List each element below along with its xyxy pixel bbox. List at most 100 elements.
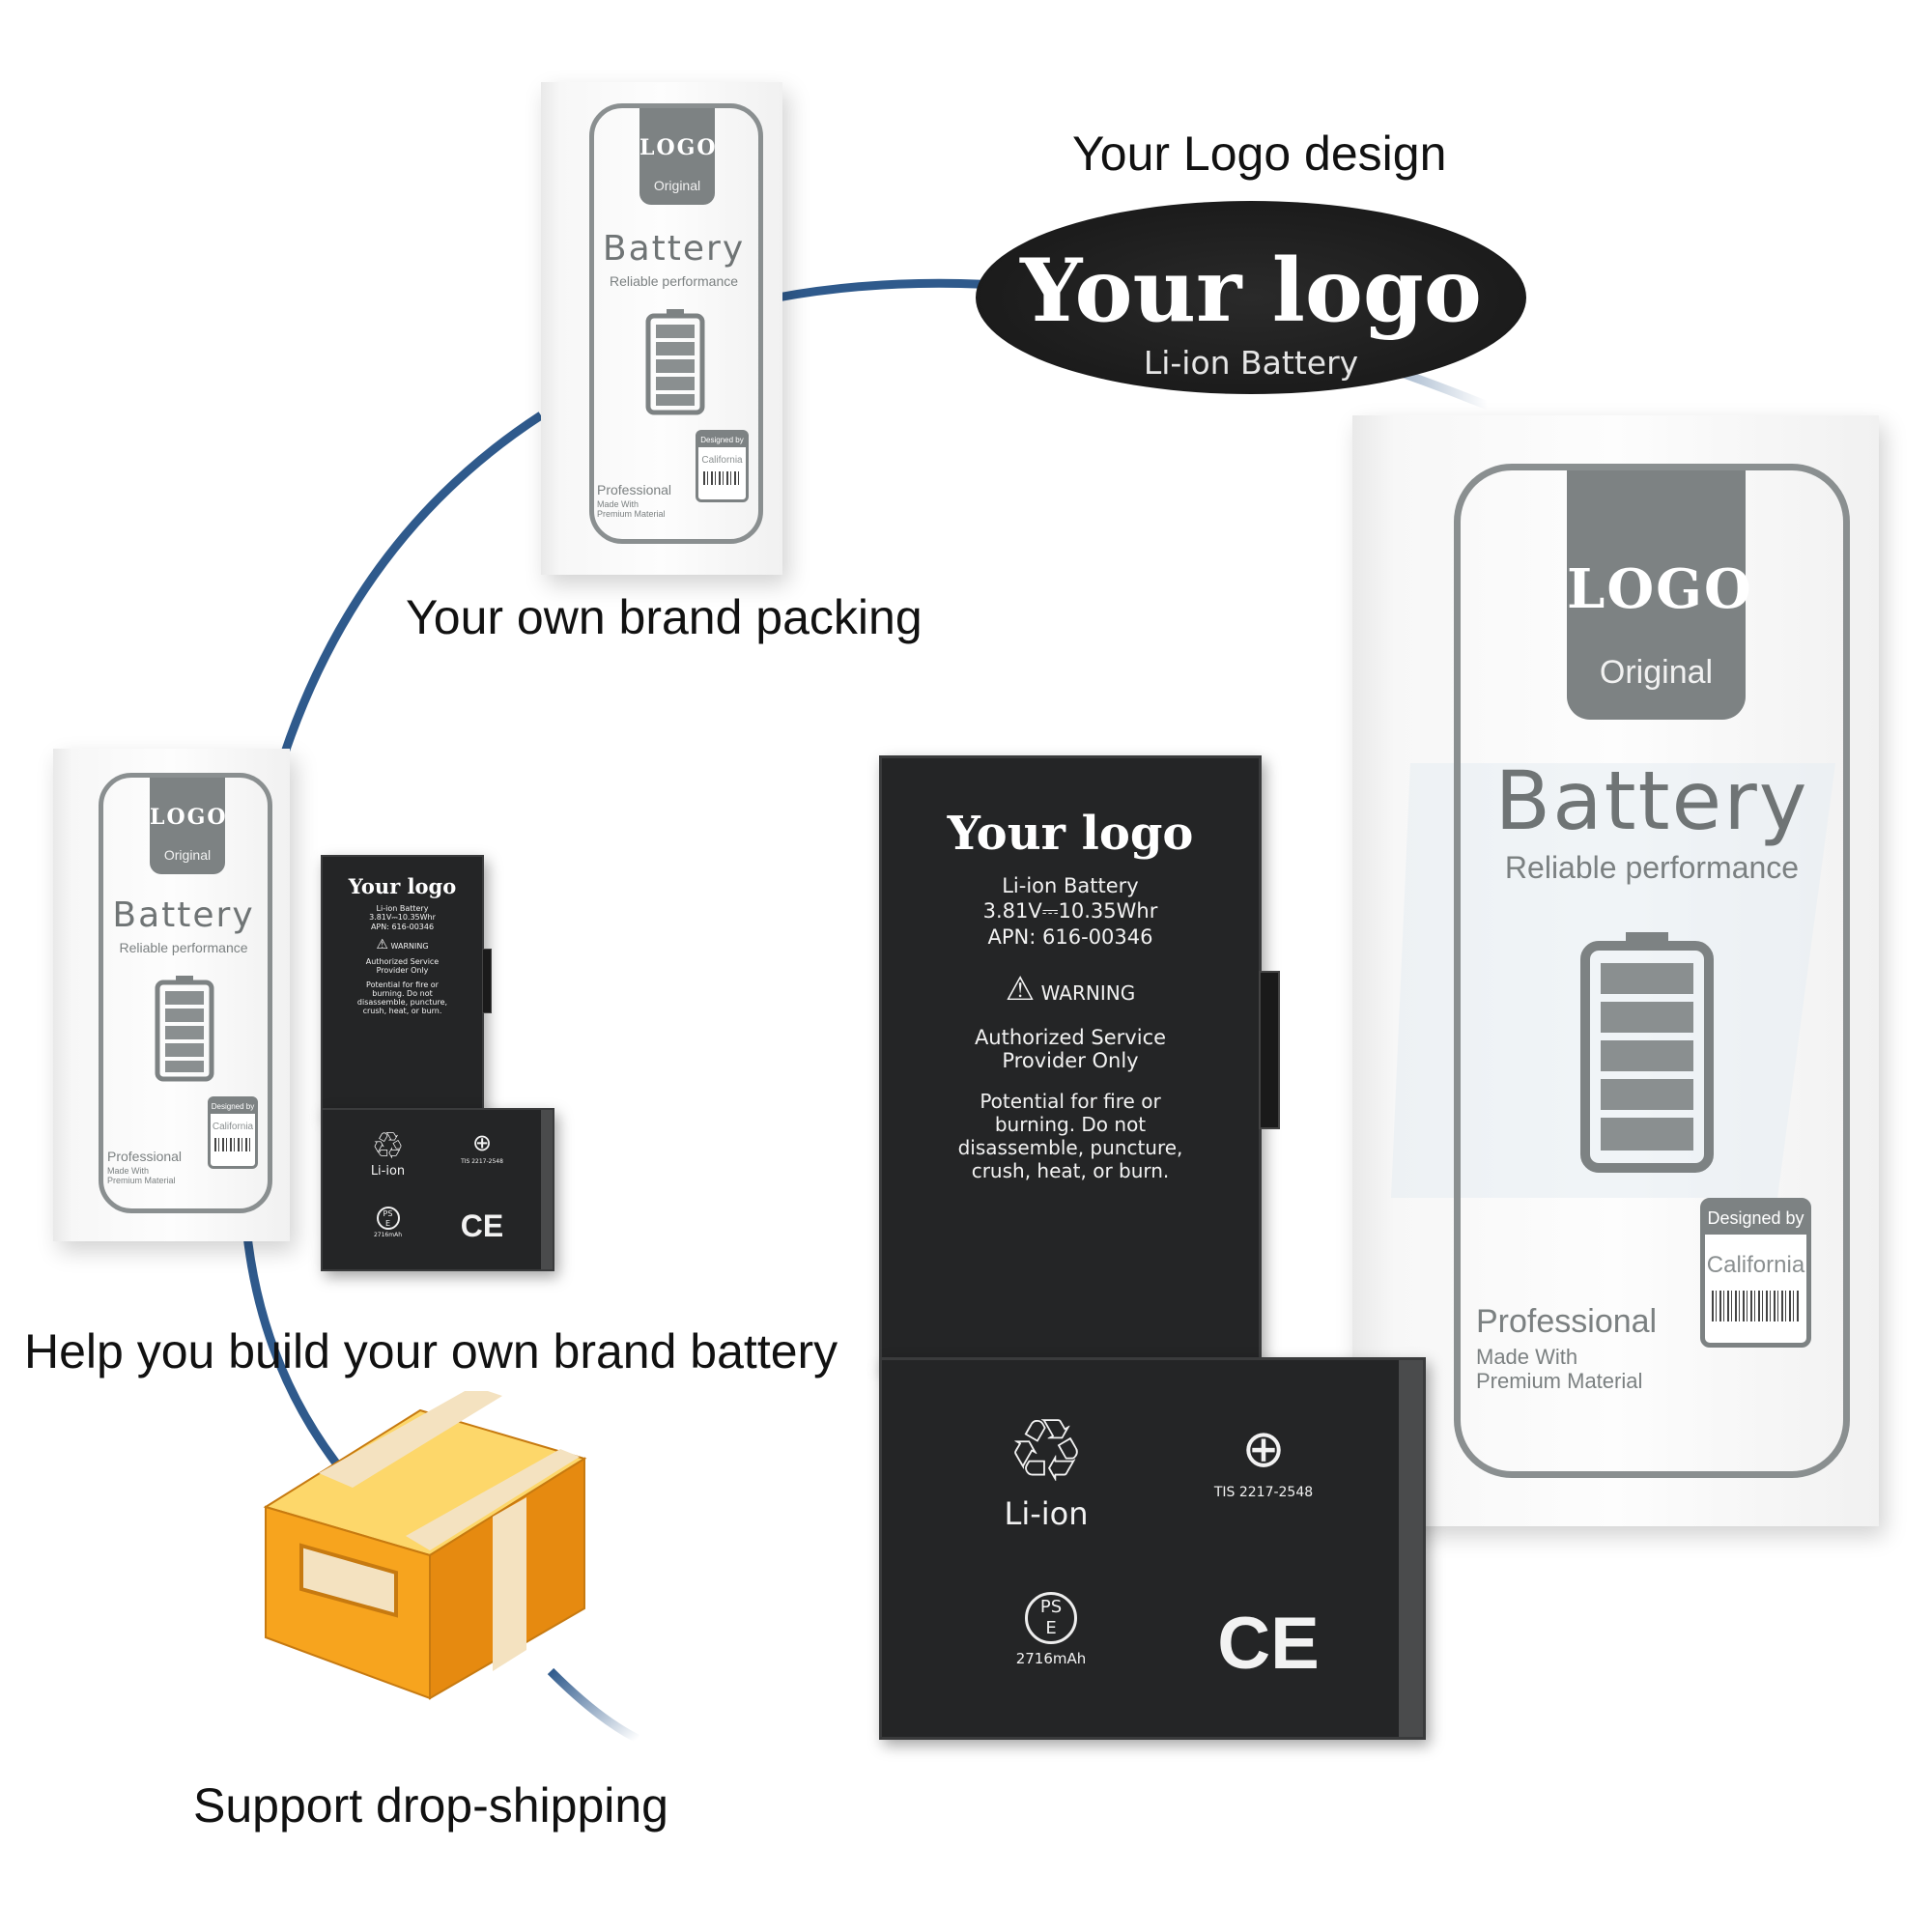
packaging-original: Original — [163, 847, 212, 863]
professional-label: Professional — [1476, 1303, 1658, 1340]
pse-icon: PS E — [376, 1207, 400, 1230]
cell-brand: Your logo — [348, 874, 457, 898]
cell-service-2: Provider Only — [1002, 1049, 1139, 1072]
cell-hazard-2: burning. Do not — [994, 1113, 1147, 1136]
cell-type: Li-ion Battery — [1002, 874, 1139, 897]
logo-badge-title: Your logo — [1020, 240, 1482, 342]
battery-cell-small-upper: Your logo Li-ion Battery 3.81V⎓10.35Whr … — [321, 855, 492, 1115]
packaging-original: Original — [1599, 654, 1714, 691]
cell-warning: WARNING — [390, 942, 429, 951]
packaging-frame — [589, 103, 763, 544]
recycle-label: Li-ion — [1004, 1495, 1089, 1532]
cell-hazard-3: disassemble, puncture, — [957, 1136, 1183, 1159]
battery-icon — [155, 976, 214, 1082]
tis-icon: ⊕ — [1241, 1418, 1286, 1479]
designed-by-location: California — [701, 455, 743, 466]
caption-build-brand: Help you build your own brand battery — [24, 1324, 838, 1378]
caption-logo-design: Your Logo design — [1072, 127, 1447, 181]
cell-hazard-2: burning. Do not — [372, 989, 433, 998]
packaging-title: Battery — [112, 895, 255, 935]
cell-hazard-4: crush, heat, or burn. — [362, 1007, 442, 1015]
barcode — [702, 471, 742, 485]
barcode — [1711, 1291, 1801, 1321]
packaging-frame — [99, 773, 272, 1213]
packaging-professional: Professional Made With Premium Material — [107, 1149, 183, 1186]
cell-service-1: Authorized Service — [365, 957, 440, 966]
ce-mark: CE — [460, 1208, 504, 1243]
packaging-logo: LOGO — [1567, 557, 1753, 621]
professional-label: Professional — [107, 1149, 183, 1164]
cell-edge — [541, 1110, 553, 1269]
packaging-box-large: LOGO Original Battery Reliable performan… — [1352, 415, 1879, 1526]
battery-cell-small-lower: ♲ Li-ion ⊕ TIS 2217-2548 PS E 2716mAh CE — [321, 1108, 554, 1271]
cell-hazard-1: Potential for fire or — [980, 1090, 1161, 1113]
cell-apn: APN: 616-00346 — [987, 925, 1153, 949]
cell-rating: 3.81V⎓10.35Whr — [982, 899, 1158, 923]
packaging-box-small-top: LOGO Original Battery Reliable performan… — [541, 82, 782, 575]
pse-text-1: PS — [1039, 1597, 1063, 1617]
parcel-box-icon — [263, 1391, 587, 1700]
packaging-logo: LOGO — [639, 135, 718, 160]
battery-icon — [1580, 932, 1714, 1173]
premium-material-label: Premium Material — [597, 509, 666, 520]
caption-brand-packing: Your own brand packing — [406, 590, 923, 644]
premium-material-label: Premium Material — [1476, 1368, 1643, 1393]
made-with-label: Made With — [107, 1166, 150, 1177]
cell-connector — [1259, 971, 1280, 1129]
cell-edge — [1399, 1360, 1423, 1737]
designed-by-location: California — [1706, 1252, 1805, 1278]
professional-label: Professional — [597, 482, 672, 497]
designed-by-location: California — [212, 1122, 254, 1132]
logo-badge-subtitle: Li-ion Battery — [1143, 344, 1359, 382]
tis-block: ⊕ TIS 2217-2548 — [1191, 1418, 1336, 1501]
designed-by-header: Designed by — [698, 433, 746, 447]
packaging-title: Battery — [1494, 753, 1809, 848]
cell-service-2: Provider Only — [376, 966, 429, 975]
made-with-label: Made With — [597, 499, 639, 510]
recycle-block: ♲ Li-ion — [988, 1401, 1104, 1533]
cell-brand: Your logo — [947, 807, 1194, 861]
cell-apn: APN: 616-00346 — [370, 923, 435, 931]
packaging-logo-tab: LOGO Original — [150, 778, 226, 874]
ce-mark: CE — [1217, 1603, 1320, 1685]
recycle-block: ♲ Li-ion — [361, 1127, 414, 1179]
cell-capacity: 2716mAh — [1015, 1650, 1087, 1667]
packaging-professional: Professional Made With Premium Material — [597, 482, 672, 520]
recycle-label: Li-ion — [370, 1164, 406, 1179]
packaging-box-small-left: LOGO Original Battery Reliable performan… — [53, 749, 290, 1241]
recycle-icon: ♲ — [371, 1124, 405, 1167]
barcode — [214, 1138, 251, 1151]
packaging-logo-tab: LOGO Original — [1567, 470, 1753, 720]
cell-rating: 3.81V⎓10.35Whr — [369, 913, 436, 922]
made-with-label: Made With — [1476, 1345, 1578, 1370]
cell-hazard-3: disassemble, puncture, — [356, 998, 448, 1007]
cell-type: Li-ion Battery — [376, 904, 429, 913]
cell-service-1: Authorized Service — [974, 1026, 1167, 1049]
pse-text-2: E — [1045, 1617, 1057, 1638]
tis-block: ⊕ TIS 2217-2548 — [448, 1131, 516, 1165]
cell-connector — [482, 949, 492, 1013]
warning-icon: ⚠ — [1005, 970, 1036, 1009]
designed-by-header: Designed by — [211, 1099, 255, 1114]
tis-icon: ⊕ — [471, 1129, 493, 1156]
pse-text-2: E — [384, 1218, 391, 1228]
packaging-subtitle: Reliable performance — [119, 940, 248, 955]
caption-drop-shipping: Support drop-shipping — [193, 1778, 668, 1833]
cell-warning-row: ⚠ WARNING — [323, 937, 482, 952]
cell-hazard-4: crush, heat, or burn. — [971, 1159, 1170, 1182]
pse-block: PS E 2716mAh — [1003, 1592, 1099, 1667]
packaging-frame — [1454, 464, 1850, 1478]
designed-by-label: Designed by California — [1700, 1198, 1811, 1348]
pse-icon: PS E — [1025, 1592, 1077, 1644]
designed-by-label: Designed by California — [208, 1096, 258, 1169]
designed-by-header: Designed by — [1705, 1203, 1806, 1235]
packaging-logo-tab: LOGO Original — [639, 108, 718, 205]
premium-material-label: Premium Material — [107, 1176, 176, 1186]
packaging-subtitle: Reliable performance — [609, 273, 739, 289]
battery-icon — [645, 309, 705, 415]
recycle-icon: ♲ — [1007, 1401, 1086, 1502]
tis-label: TIS 2217-2548 — [461, 1158, 503, 1165]
tis-label: TIS 2217-2548 — [1213, 1485, 1314, 1500]
logo-badge: Your logo Li-ion Battery — [976, 201, 1526, 394]
warning-icon: ⚠ — [376, 937, 388, 952]
